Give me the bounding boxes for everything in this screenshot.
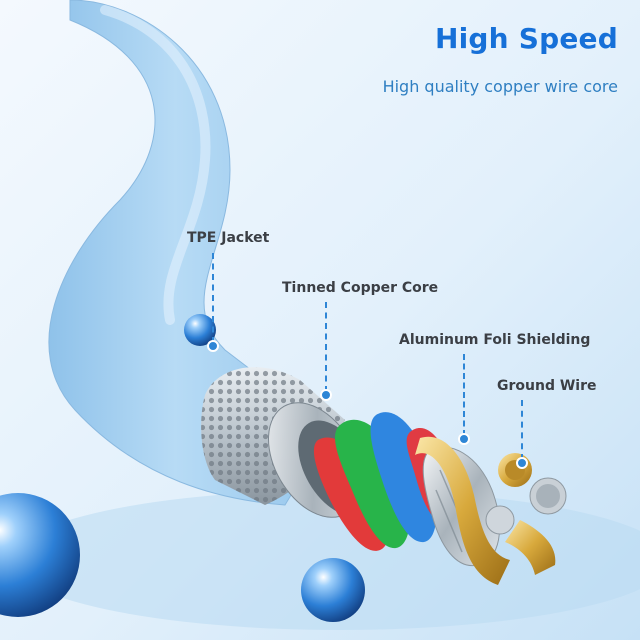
copper-core [415,436,510,585]
callout-label-aluminum-foli-shielding: Aluminum Foli Shielding [399,332,591,348]
large-sphere [0,493,80,617]
cable-highlight [100,5,211,325]
callout-leader-aluminum-foli-shielding [463,354,465,436]
page-subtitle: High quality copper wire core [382,77,618,96]
callout-leader-tpe-jacket [212,253,214,343]
callout-leader-ground-wire [521,400,523,460]
copper-core-tail [505,520,556,575]
callout-dot-tpe-jacket [207,340,219,352]
medium-sphere [301,558,365,622]
callout-label-tinned-copper-core: Tinned Copper Core [282,280,439,296]
page-title: High Speed [435,22,618,55]
callout-label-ground-wire: Ground Wire [497,378,597,394]
callout-dot-aluminum-foli-shielding [458,433,470,445]
callout-leader-tinned-copper-core [325,302,327,392]
small-sphere [184,314,216,346]
callout-dot-tinned-copper-core [320,389,332,401]
callout-label-tpe-jacket: TPE Jacket [187,230,270,246]
callout-dot-ground-wire [516,457,528,469]
